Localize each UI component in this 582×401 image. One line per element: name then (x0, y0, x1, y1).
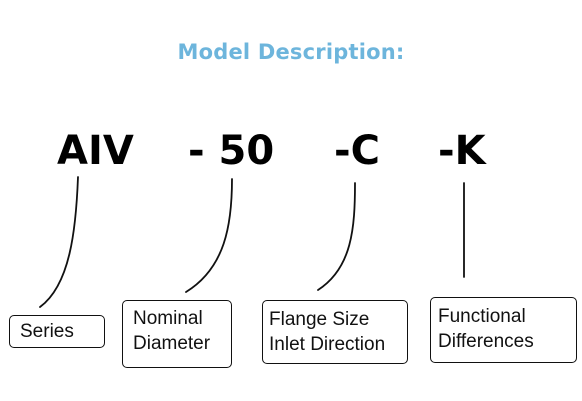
connector-flange (317, 182, 356, 291)
connector-series (39, 176, 79, 308)
label-flange-size-inlet-direction: Flange Size Inlet Direction (262, 300, 408, 364)
label-functional-line-2: Differences (438, 331, 534, 352)
code-part-series: AIV (57, 128, 134, 174)
label-series: Series (9, 315, 105, 348)
code-part-flange-size: -C (334, 128, 380, 174)
label-nominal-line-1: Nominal (133, 308, 203, 329)
diagram-title: Model Description: (177, 40, 405, 64)
code-part-functional: -K (438, 128, 486, 174)
label-functional-differences: Functional Differences (430, 297, 577, 363)
label-nominal-diameter: Nominal Diameter (122, 300, 232, 368)
label-nominal-line-2: Diameter (133, 333, 211, 354)
code-part-nominal-diameter: - 50 (188, 128, 275, 174)
label-series-line-1: Series (20, 321, 74, 342)
label-functional-line-1: Functional (438, 306, 526, 327)
label-flange-line-1: Flange Size (269, 309, 370, 330)
label-flange-line-2: Inlet Direction (269, 334, 386, 355)
connector-nominal (185, 178, 233, 293)
